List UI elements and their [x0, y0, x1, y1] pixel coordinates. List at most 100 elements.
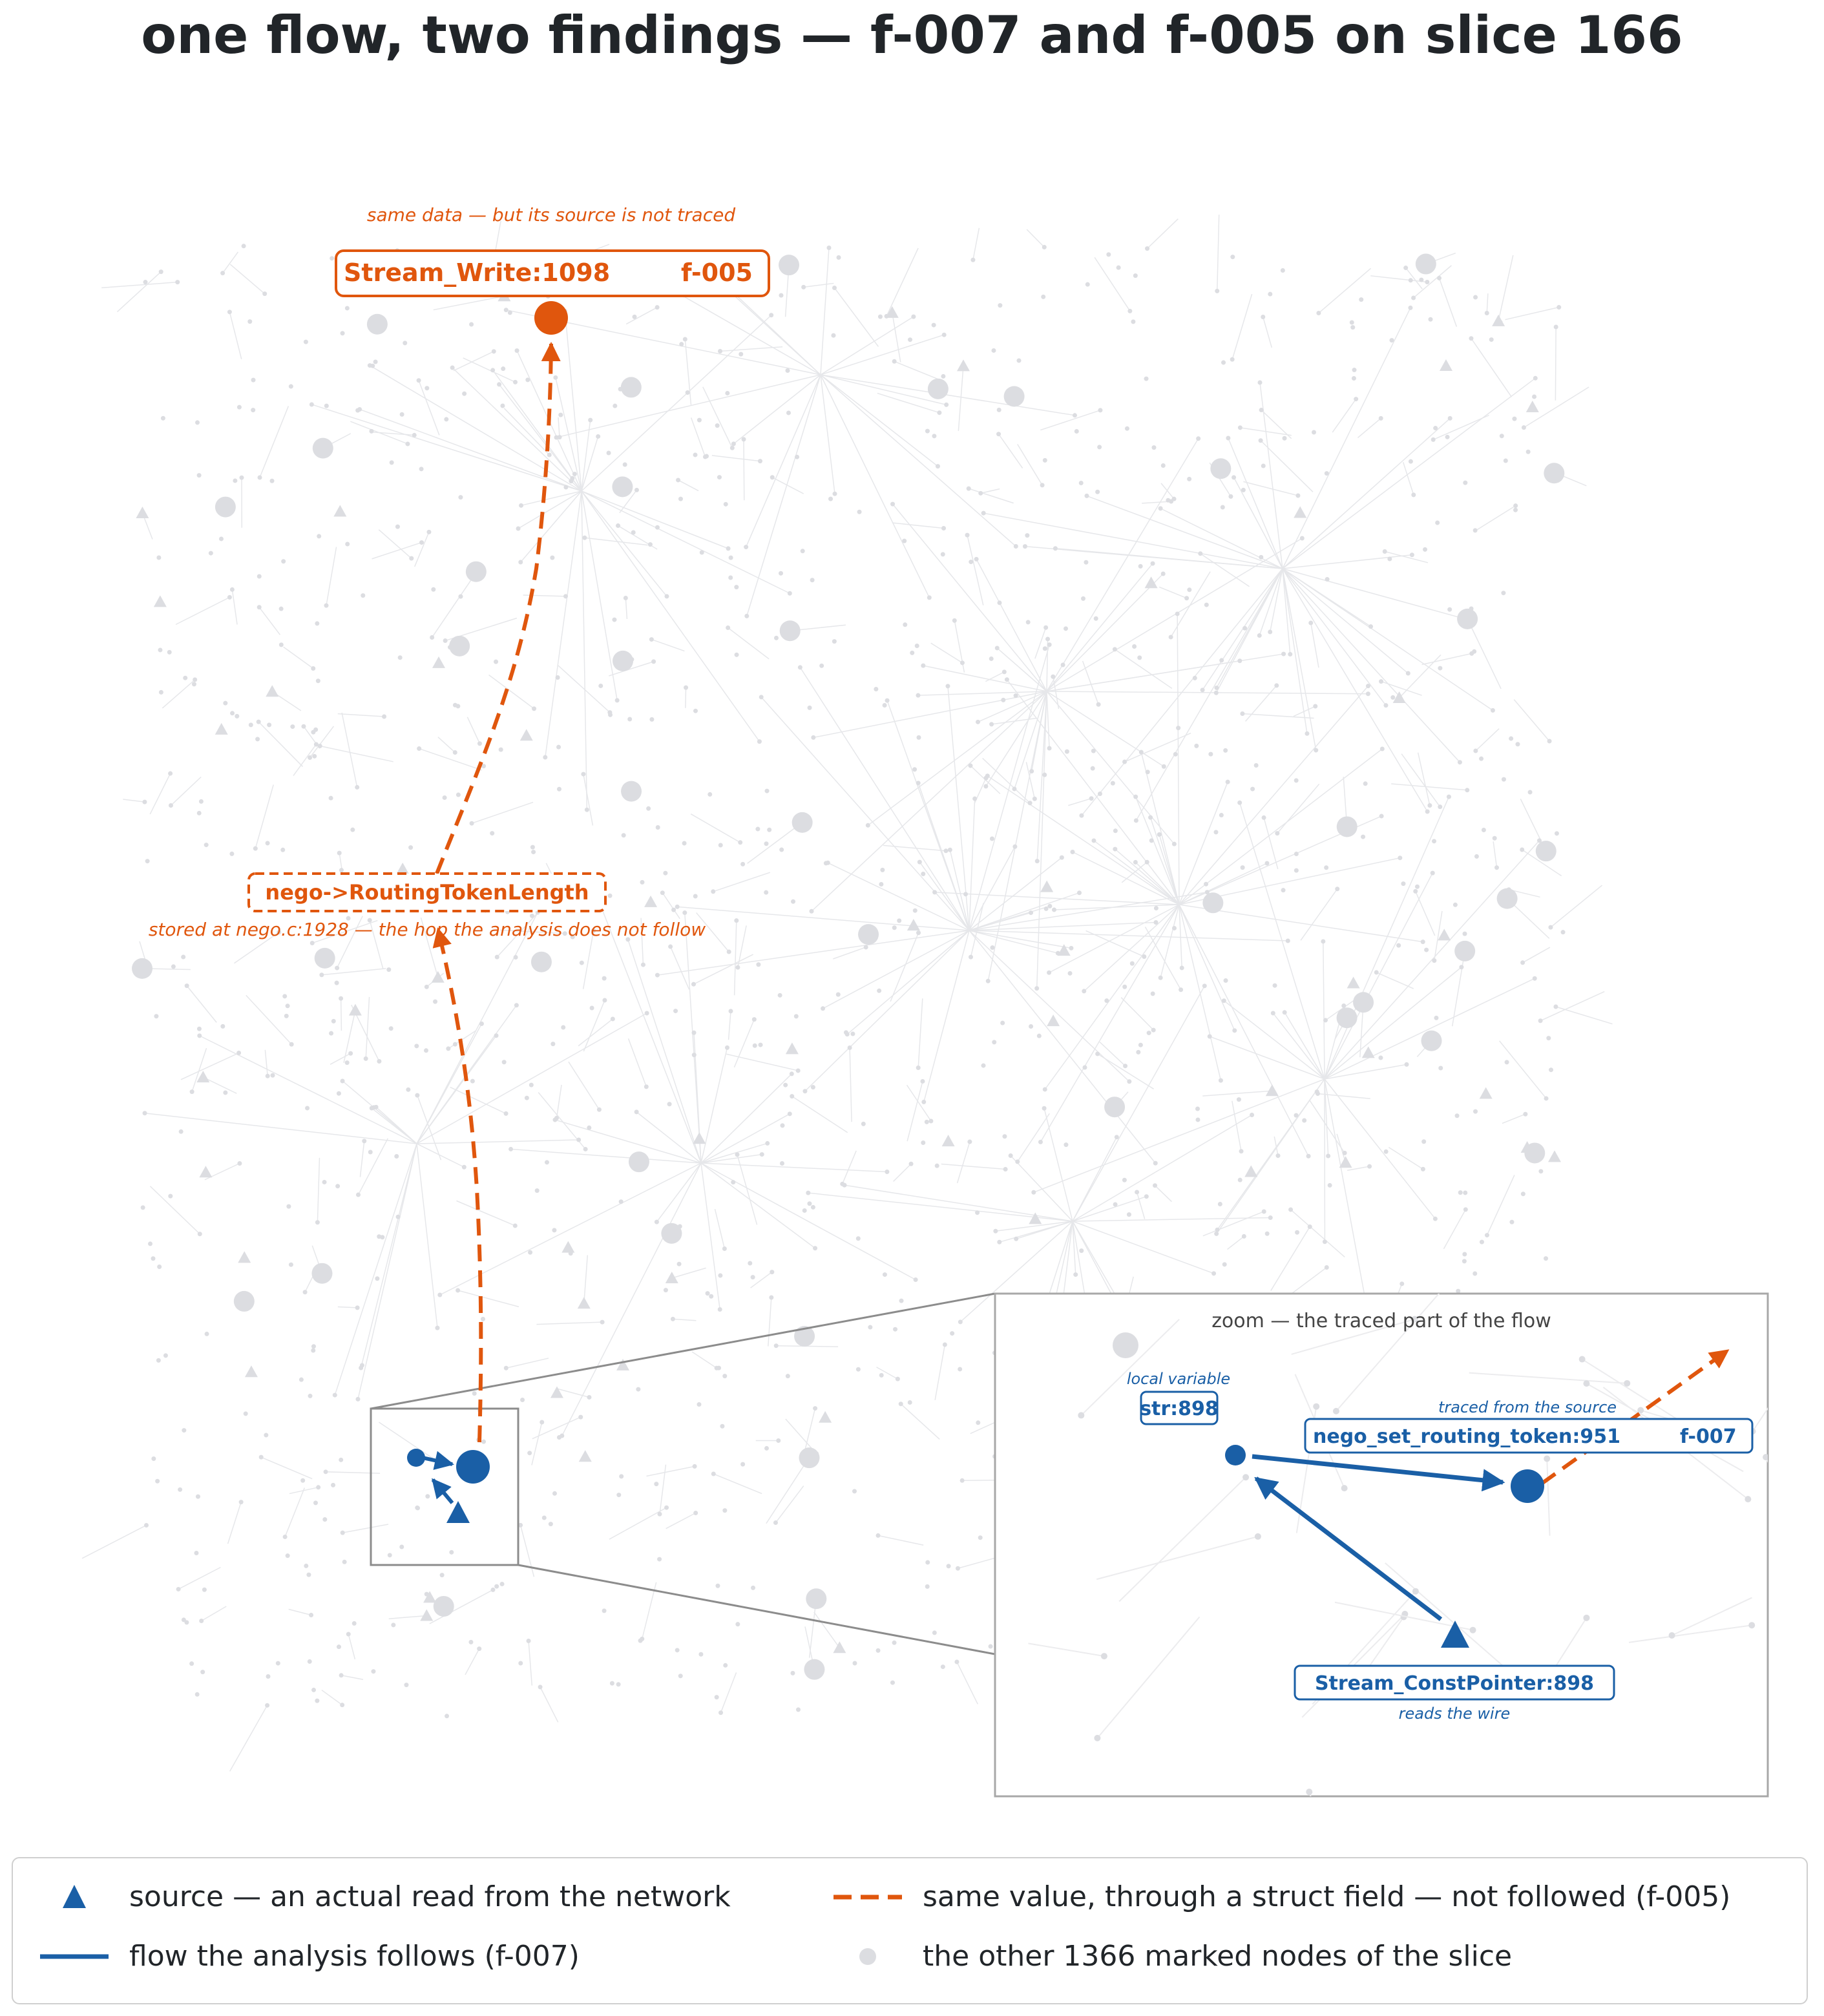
background-node	[189, 1089, 194, 1095]
background-edge	[1540, 991, 1605, 1022]
background-node	[1110, 781, 1115, 786]
background-node	[807, 1201, 812, 1206]
background-triangle	[577, 1297, 591, 1309]
background-node	[1123, 1064, 1128, 1069]
background-edge	[317, 1157, 320, 1223]
background-node	[315, 1220, 320, 1225]
background-node	[767, 827, 772, 832]
background-edge	[662, 892, 680, 919]
background-edge	[700, 1113, 790, 1164]
background-node	[447, 645, 452, 650]
background-node	[1538, 1018, 1543, 1024]
zoom-local-node[interactable]	[1225, 1445, 1246, 1465]
zoom-background-node-large	[1113, 1332, 1138, 1358]
zoom-source-node[interactable]	[1441, 1621, 1469, 1648]
background-node	[1365, 684, 1370, 689]
background-edge	[1046, 538, 1303, 692]
background-node	[1213, 690, 1219, 695]
background-node	[1137, 655, 1142, 660]
background-node	[1219, 813, 1224, 818]
background-edge	[1502, 1113, 1526, 1124]
background-node	[1029, 910, 1034, 916]
background-edge	[1179, 781, 1228, 905]
background-node	[921, 1140, 926, 1145]
background-node	[375, 1276, 380, 1281]
background-node	[655, 824, 660, 830]
background-node	[802, 1089, 808, 1094]
background-node	[997, 600, 1002, 605]
background-node	[1002, 1134, 1007, 1139]
background-edge	[1282, 568, 1460, 763]
zoom-source-box	[370, 1407, 519, 1566]
background-node	[795, 454, 800, 459]
background-node	[885, 1170, 890, 1175]
background-node	[553, 375, 558, 380]
background-edge	[656, 1162, 702, 1223]
background-node	[256, 719, 261, 724]
background-node	[1250, 786, 1255, 792]
background-node	[368, 1150, 373, 1155]
background-node	[280, 847, 286, 852]
background-node	[1122, 1177, 1127, 1182]
background-node	[445, 1714, 450, 1719]
background-node	[722, 1374, 728, 1379]
background-node	[324, 403, 329, 408]
zoom-traced-node[interactable]	[1511, 1469, 1544, 1503]
background-node	[944, 402, 949, 407]
dashed-edge-to-field	[432, 927, 483, 1443]
background-edge	[959, 1221, 1073, 1323]
background-edge	[733, 1019, 755, 1068]
background-node	[1538, 1169, 1544, 1174]
background-node	[797, 665, 802, 670]
background-node	[461, 1164, 466, 1170]
background-node	[1509, 736, 1514, 741]
background-edge	[1493, 841, 1498, 868]
background-edge	[693, 954, 754, 985]
background-node	[1363, 781, 1368, 786]
background-node-large	[804, 1659, 825, 1680]
background-node	[285, 1003, 290, 1009]
background-node	[1034, 986, 1040, 991]
background-node	[278, 606, 284, 611]
background-triangle	[348, 1003, 362, 1016]
background-edge	[726, 1053, 799, 1071]
background-node	[513, 954, 518, 960]
background-edge	[506, 1358, 549, 1369]
background-edge	[531, 1422, 543, 1465]
background-edge	[1310, 622, 1319, 668]
background-node	[1351, 376, 1356, 381]
background-edge	[578, 1018, 613, 1047]
background-node	[852, 1661, 857, 1666]
background-triangle	[578, 1450, 592, 1462]
background-node	[671, 907, 676, 912]
background-node	[399, 412, 404, 417]
background-node	[1106, 252, 1111, 257]
background-node	[612, 617, 617, 622]
background-edge	[1154, 1185, 1172, 1202]
background-node	[1150, 991, 1155, 996]
background-node	[541, 1515, 547, 1520]
background-edge	[336, 916, 363, 969]
background-triangle	[550, 1386, 563, 1398]
background-node	[1463, 1207, 1468, 1212]
background-node	[738, 840, 743, 845]
background-node	[462, 391, 467, 396]
background-edge	[820, 374, 1016, 547]
zoom-background-edge	[1308, 1791, 1312, 1796]
background-node	[408, 845, 414, 850]
background-edge	[416, 912, 538, 1144]
sink-node[interactable]	[534, 301, 568, 335]
background-edge	[1216, 568, 1283, 688]
background-node	[1041, 294, 1046, 299]
background-edge	[584, 537, 648, 546]
background-node	[932, 1630, 937, 1635]
background-edge	[191, 1047, 207, 1092]
background-node	[1280, 268, 1285, 273]
background-node	[1548, 1067, 1553, 1073]
background-edge	[1046, 653, 1284, 692]
background-edge	[1010, 1155, 1073, 1222]
background-node	[916, 1066, 921, 1071]
background-node-large	[1415, 253, 1436, 275]
background-triangle	[136, 507, 149, 519]
background-node	[501, 1060, 507, 1065]
